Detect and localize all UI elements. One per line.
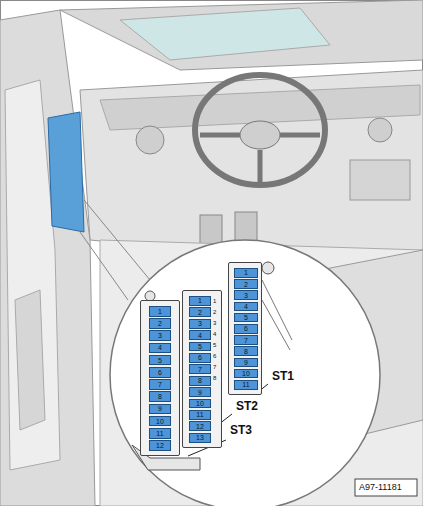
fuse: 8 [234, 346, 258, 356]
fuse-number: 6 [158, 369, 162, 376]
strip-number: 2 [213, 309, 216, 315]
fuse: 3 [234, 290, 258, 300]
fuse-number: 13 [196, 434, 204, 441]
fuse-number: 11 [196, 411, 203, 418]
fuse: 4 [189, 330, 211, 340]
fuse: 3 [189, 319, 211, 329]
strip-number: 3 [213, 320, 216, 326]
holder-label: ST2 [235, 399, 259, 413]
fuse: 3 [149, 330, 171, 341]
fuse: 8 [149, 391, 171, 402]
fuse-number: 3 [244, 292, 248, 299]
fuse: 5 [149, 355, 171, 366]
fuse-number: 2 [198, 309, 202, 316]
fuse-number: 3 [158, 332, 162, 339]
strip-number: 8 [213, 375, 216, 381]
fuse-number: 9 [158, 405, 162, 412]
fuse: 1 [189, 296, 211, 306]
fuse-number: 8 [158, 393, 162, 400]
fuse: 4 [149, 343, 171, 354]
fuse-holder: ST11234567891011 [228, 262, 262, 395]
fuse: 5 [234, 313, 258, 323]
fuse: 9 [149, 404, 171, 415]
fuse-holder: ST3123456789101112 [140, 300, 180, 456]
fuse: 11 [234, 380, 258, 390]
fuse: 8 [189, 376, 211, 386]
fuse: 2 [234, 279, 258, 289]
fuse: 5 [189, 342, 211, 352]
fuse-number: 4 [158, 344, 162, 351]
fuse: 12 [149, 440, 171, 451]
fuse-number: 8 [198, 377, 202, 384]
fuse: 7 [149, 379, 171, 390]
fuse-number: 6 [198, 354, 202, 361]
fuse: 11 [189, 410, 211, 420]
strip-number: 4 [213, 331, 216, 337]
fuse: 10 [189, 399, 211, 409]
strip-number: 1 [213, 298, 216, 304]
holder-label: ST1 [271, 369, 295, 383]
fuse: 2 [149, 318, 171, 329]
fuse-number: 3 [198, 320, 202, 327]
fuse-number: 11 [156, 430, 163, 437]
fuse-number: 7 [198, 366, 202, 373]
fuse-number: 10 [242, 370, 250, 377]
fuse: 10 [149, 416, 171, 427]
fuse: 1 [234, 268, 258, 278]
fuse-number: 12 [196, 423, 204, 430]
strip-number: 6 [213, 353, 216, 359]
fuse-number: 4 [198, 332, 202, 339]
strip-number: 5 [213, 342, 216, 348]
fuse: 7 [189, 364, 211, 374]
fuse-number: 7 [158, 381, 162, 388]
fuse: 10 [234, 369, 258, 379]
fuse: 4 [234, 302, 258, 312]
fuse-number: 10 [156, 418, 164, 425]
fuse-number: 1 [244, 269, 248, 276]
fuse: 1 [149, 306, 171, 317]
fuse-number: 1 [158, 308, 162, 315]
fuse-number: 12 [156, 442, 164, 449]
fuse-number: 5 [198, 343, 202, 350]
fuse-number: 6 [244, 325, 248, 332]
fuse: 6 [189, 353, 211, 363]
fuse: 7 [234, 335, 258, 345]
strip-number: 7 [213, 364, 216, 370]
fuse: 9 [234, 358, 258, 368]
fuse: 12 [189, 421, 211, 431]
fuse-number: 7 [244, 337, 248, 344]
fuse-number: 8 [244, 348, 248, 355]
fuse: 6 [149, 367, 171, 378]
fuse-number: 2 [244, 281, 248, 288]
fuse: 9 [189, 387, 211, 397]
fuse: 13 [189, 433, 211, 443]
fuse-number: 2 [158, 320, 162, 327]
fuse-number: 5 [158, 357, 162, 364]
figure-number: A97-11181 [359, 483, 402, 492]
fuse-number: 5 [244, 314, 248, 321]
fuse: 11 [149, 428, 171, 439]
fuse-number: 10 [196, 400, 204, 407]
fuse-number: 11 [242, 381, 249, 388]
fuse-number: 1 [198, 297, 202, 304]
fuse-number: 9 [198, 389, 202, 396]
fuse-number: 4 [244, 303, 248, 310]
fuse: 6 [234, 324, 258, 334]
fuse-number: 9 [244, 359, 248, 366]
holder-label: ST3 [229, 423, 253, 437]
fuse: 2 [189, 307, 211, 317]
